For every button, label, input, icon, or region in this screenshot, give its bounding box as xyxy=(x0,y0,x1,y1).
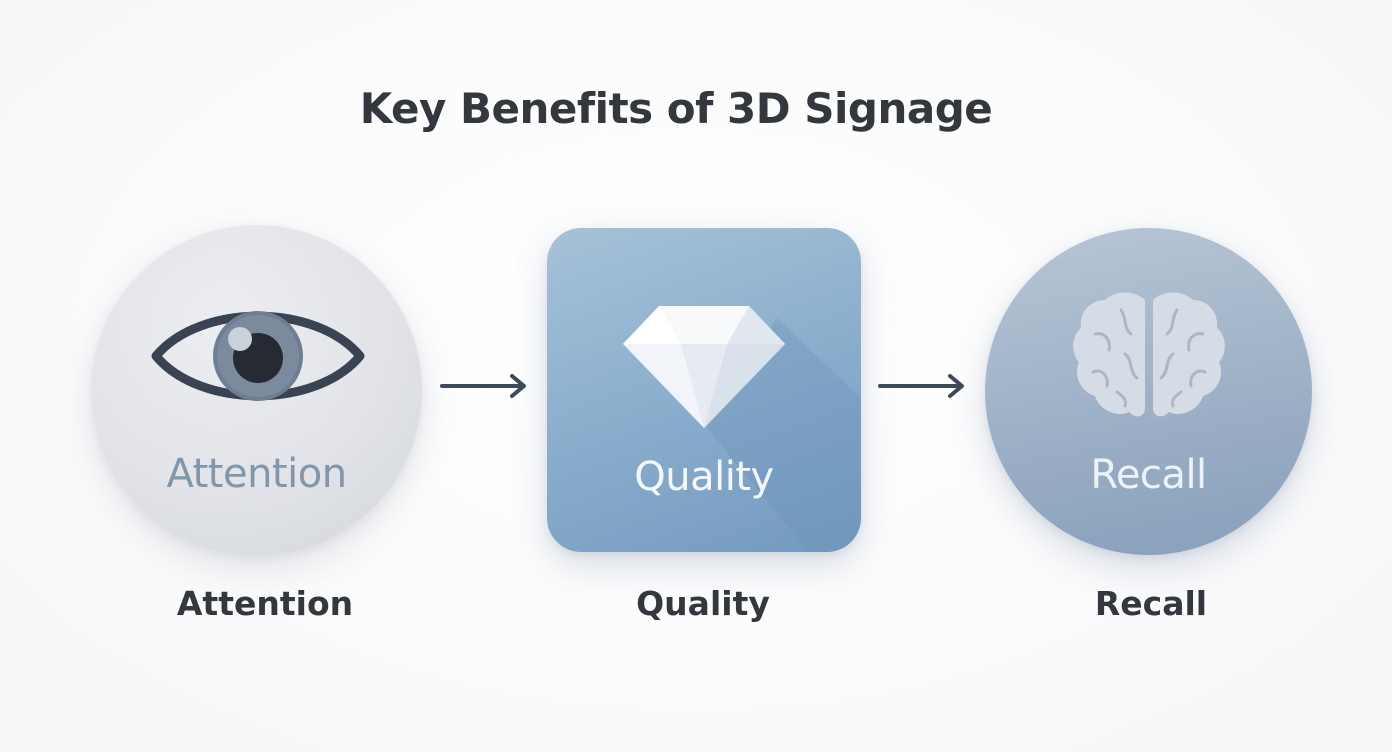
recall-caption: Recall xyxy=(1094,584,1208,623)
quality-inner-label: Quality xyxy=(634,454,774,500)
quality-caption: Quality xyxy=(636,584,770,623)
recall-inner-label: Recall xyxy=(1090,452,1207,498)
attention-caption: Attention xyxy=(176,584,354,623)
diamond-icon xyxy=(623,306,785,428)
diagram-title: Key Benefits of 3D Signage xyxy=(359,84,993,133)
quality-square: Quality xyxy=(547,228,861,552)
brain-icon xyxy=(1073,292,1225,417)
attention-inner-label: Attention xyxy=(166,451,347,497)
attention-circle: Attention xyxy=(91,225,422,556)
arrow-right-icon xyxy=(440,374,526,398)
arrow-right-icon xyxy=(878,374,964,398)
eye-icon xyxy=(151,311,365,401)
recall-circle: Recall xyxy=(985,228,1312,555)
